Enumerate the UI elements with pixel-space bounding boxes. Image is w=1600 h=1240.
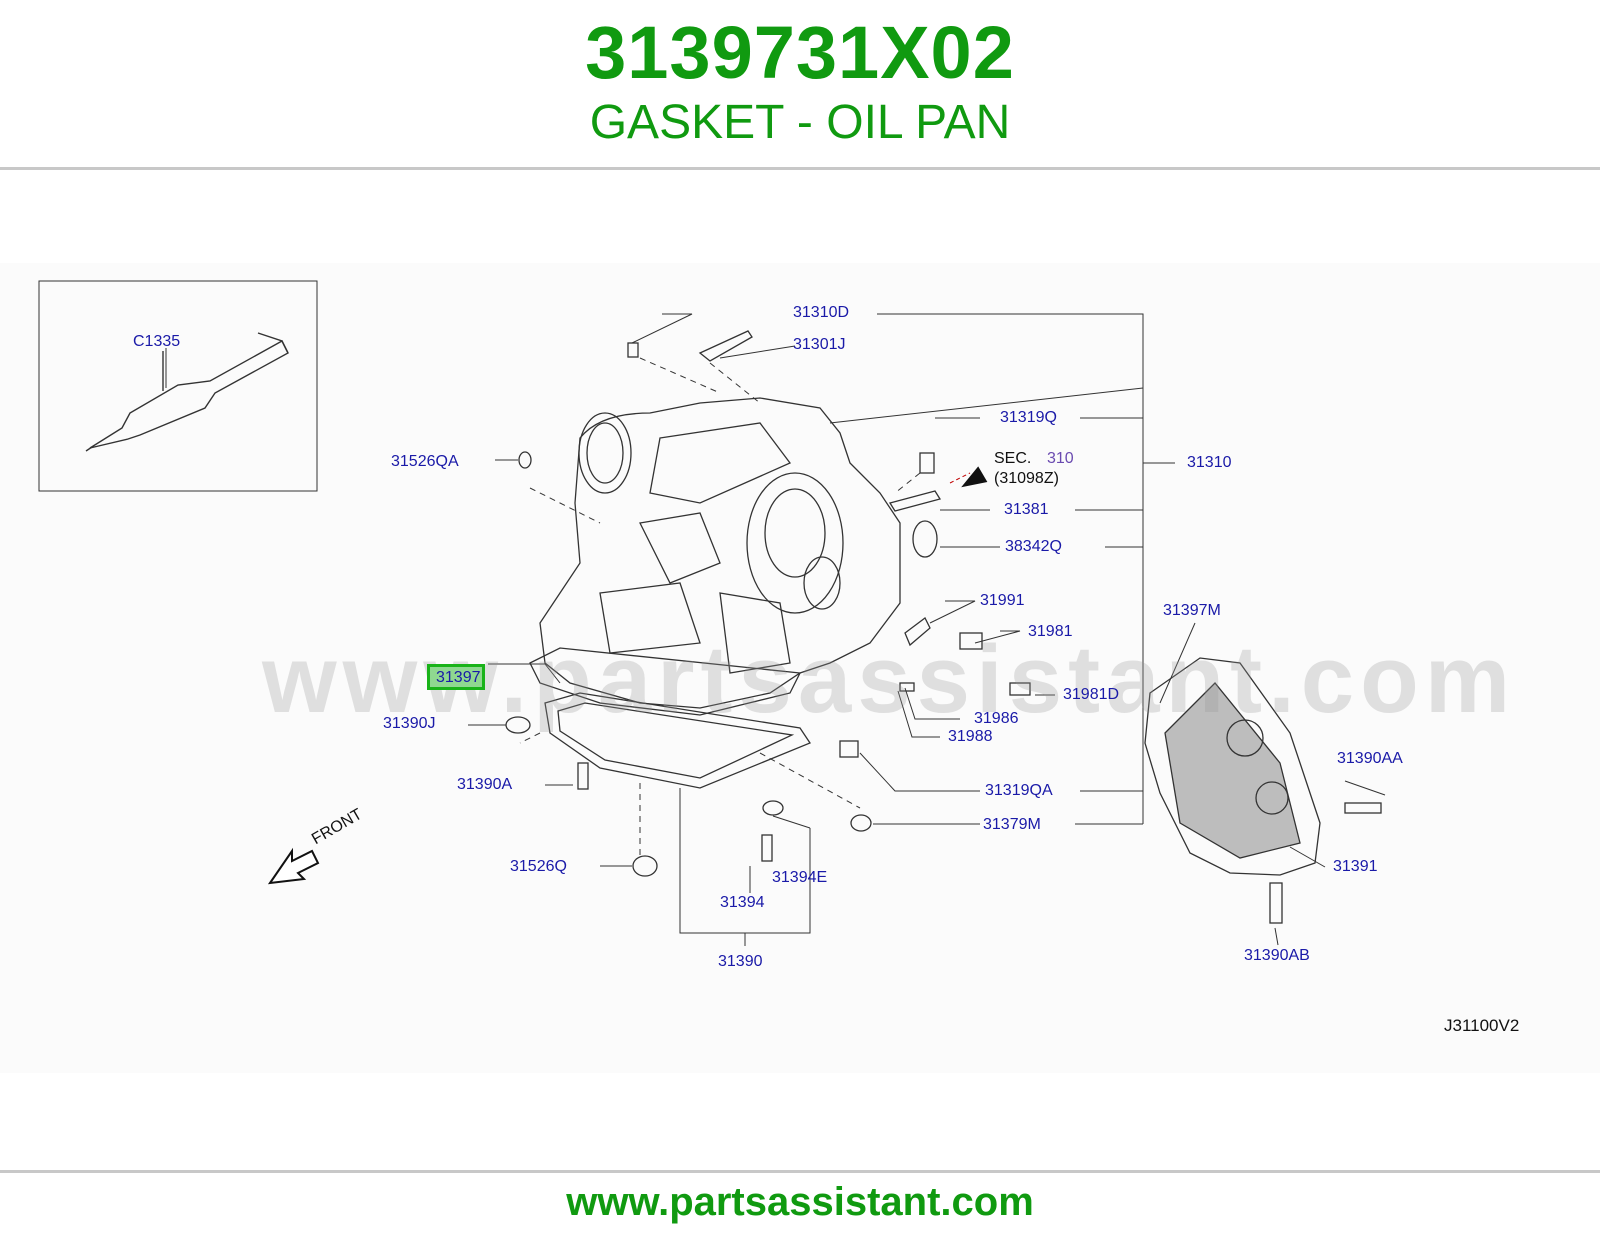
- label-31319q[interactable]: 31319Q: [1000, 409, 1057, 426]
- parts-diagram: www.partsassistant.com C1335 31310D 3130…: [0, 263, 1600, 1073]
- label-31981[interactable]: 31981: [1028, 623, 1073, 640]
- top-divider: [0, 167, 1600, 170]
- label-31394e[interactable]: 31394E: [772, 869, 828, 886]
- footer-url-link[interactable]: www.partsassistant.com: [566, 1180, 1034, 1224]
- label-31526q[interactable]: 31526Q: [510, 858, 567, 875]
- leader-lines: [165, 313, 1386, 946]
- sealant-inset-box: [38, 280, 318, 492]
- sealant-tube-icon: [85, 332, 289, 452]
- sec-arrow-icon: [961, 466, 988, 488]
- diagram-drawing: [38, 280, 1386, 946]
- label-31526qa[interactable]: 31526QA: [391, 453, 459, 470]
- label-c1335[interactable]: C1335: [133, 333, 181, 350]
- label-31986[interactable]: 31986: [974, 710, 1019, 727]
- label-38342q[interactable]: 38342Q: [1005, 538, 1062, 555]
- label-31394[interactable]: 31394: [720, 894, 765, 911]
- sec-prefix: SEC.: [994, 450, 1032, 467]
- label-31390[interactable]: 31390: [718, 953, 763, 970]
- label-31379m[interactable]: 31379M: [983, 816, 1041, 833]
- label-31391[interactable]: 31391: [1333, 858, 1378, 875]
- header: 3139731X02 GASKET - OIL PAN: [0, 0, 1600, 168]
- side-cover-drawing: [1144, 657, 1321, 876]
- label-31988[interactable]: 31988: [948, 728, 993, 745]
- small-parts-drawing: [505, 330, 1382, 924]
- diagram-code: J31100V2: [1444, 1016, 1520, 1035]
- label-31301j[interactable]: 31301J: [793, 336, 846, 353]
- transmission-case-drawing: [539, 397, 901, 709]
- part-name-subtitle: GASKET - OIL PAN: [589, 96, 1011, 149]
- gasket-oil-pan-drawing: [529, 647, 811, 789]
- front-arrow-icon: [267, 847, 320, 885]
- label-31397m[interactable]: 31397M: [1163, 602, 1221, 619]
- label-31319qa[interactable]: 31319QA: [985, 782, 1053, 799]
- label-31310d[interactable]: 31310D: [793, 304, 850, 321]
- label-31381[interactable]: 31381: [1004, 501, 1049, 518]
- highlighted-part-31397[interactable]: 31397: [427, 664, 485, 690]
- sec-sub: (31098Z): [994, 470, 1059, 487]
- label-31310[interactable]: 31310: [1187, 454, 1232, 471]
- highlighted-part-label: 31397: [436, 669, 481, 686]
- part-number-title: 3139731X02: [585, 11, 1015, 94]
- label-31981d[interactable]: 31981D: [1063, 686, 1120, 703]
- label-31390j[interactable]: 31390J: [383, 715, 436, 732]
- label-31390ab[interactable]: 31390AB: [1244, 947, 1310, 964]
- bottom-divider: [0, 1170, 1600, 1173]
- label-31390aa[interactable]: 31390AA: [1337, 750, 1403, 767]
- label-31991[interactable]: 31991: [980, 592, 1025, 609]
- label-31390a[interactable]: 31390A: [457, 776, 513, 793]
- sec-number-link[interactable]: 310: [1047, 450, 1074, 467]
